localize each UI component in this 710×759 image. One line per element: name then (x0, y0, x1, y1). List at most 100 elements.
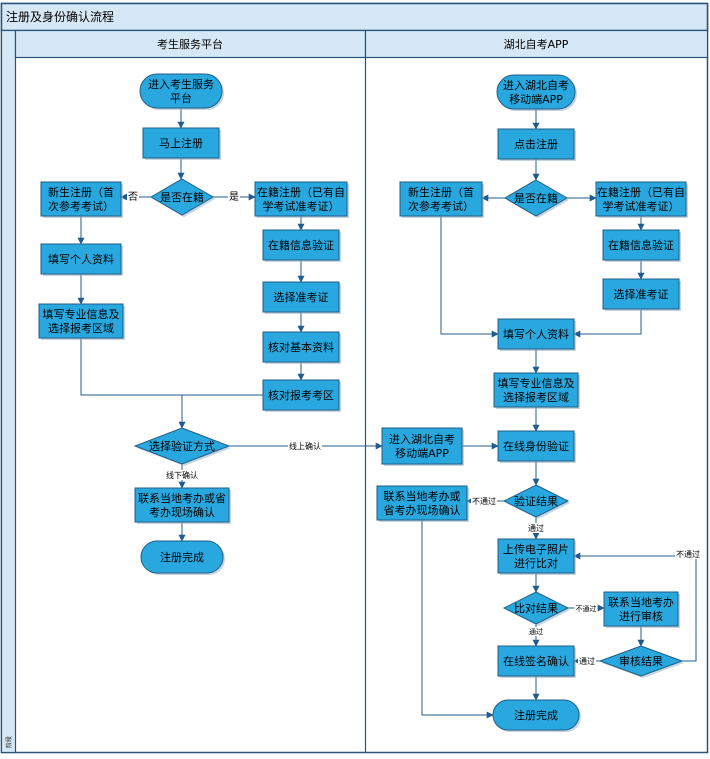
right-done-node: 注册完成 (492, 699, 581, 732)
left-enrolled-decision-text-1: 是否在籍 (160, 190, 204, 204)
right-choose-ticket-node: 选择准考证 (602, 278, 681, 311)
right-contact-office-node-text-1: 联系当地考办或 (384, 489, 461, 503)
left-enrolled-verify-node-text-1: 在籍信息验证 (268, 238, 334, 252)
right-done-node-text-1: 注册完成 (514, 708, 558, 722)
edge-r-ticket-personal (573, 309, 642, 338)
lane-right-title: 湖北自考APP (504, 38, 569, 51)
right-compare-result-decision-text-1: 比对结果 (514, 601, 558, 615)
left-fill-major-node-text-2: 选择报考区域 (48, 321, 114, 335)
edge-r-new-personal (440, 216, 499, 338)
left-new-register-node-text-2: 次参考考试） (48, 199, 114, 213)
nodes: 进入考生服务平台马上注册是否在籍新生注册（首次参考考试）在籍注册（已有自学考试准… (38, 73, 688, 732)
left-enrolled-register-node-text-1: 在籍注册（已有自 (257, 185, 345, 199)
left-enrolled-verify-node: 在籍信息验证 (262, 229, 341, 262)
phase-label: 阶段 (5, 736, 13, 748)
right-compare-result-decision: 比对结果 (502, 591, 570, 626)
right-upload-photo-node-text-2: 进行比对 (514, 556, 558, 570)
left-choose-ticket-node-text-1: 选择准考证 (274, 290, 329, 304)
right-online-sign-node-text-1: 在线签名确认 (503, 654, 569, 668)
right-enrolled-verify-node: 在籍信息验证 (602, 229, 681, 262)
left-check-basic-node: 核对基本资料 (262, 331, 341, 364)
label-l-no: 否 (128, 191, 138, 203)
right-enter-app-node-text-2: 移动端APP (395, 447, 449, 460)
label-offline-confirm: 线下确认 (166, 470, 198, 480)
right-start-node-text-2: 移动端APP (509, 93, 563, 106)
left-register-node-text-1: 马上注册 (159, 136, 203, 150)
left-start-node-text-2: 平台 (170, 91, 192, 105)
edge-r-review-fail (573, 552, 697, 662)
right-click-register-node: 点击注册 (497, 128, 576, 161)
right-fill-personal-node: 填写个人资料 (497, 318, 576, 351)
edge-l-major-merge (80, 338, 186, 429)
label-r-compare-pass: 通过 (529, 627, 543, 636)
lane-left-header (14, 29, 367, 59)
left-enrolled-register-node-text-2: 学考试准考证） (263, 199, 340, 213)
diagram-title: 注册及身份确认流程 (6, 9, 114, 24)
label-r-compare-fail: 不通过 (576, 604, 597, 613)
right-online-verify-node-text-1: 在线身份验证 (503, 439, 569, 453)
left-contact-office-node-text-1: 联系当地考办或省 (138, 491, 226, 505)
left-enrolled-decision: 是否在籍 (150, 178, 215, 217)
left-check-area-node-text-1: 核对报考考区 (268, 388, 334, 402)
phase-column (0, 29, 17, 754)
right-start-node-text-1: 进入湖北自考 (503, 79, 569, 92)
right-verify-result-decision-text-1: 验证结果 (514, 494, 558, 508)
left-check-area-node: 核对报考考区 (262, 379, 341, 412)
left-fill-personal-node-text-1: 填写个人资料 (48, 252, 114, 266)
left-check-basic-node-text-1: 核对基本资料 (268, 340, 334, 354)
label-r-review-fail: 不通过 (676, 549, 700, 559)
right-online-verify-node: 在线身份验证 (497, 430, 576, 463)
right-fill-personal-node-text-1: 填写个人资料 (503, 327, 569, 341)
right-online-sign-node: 在线签名确认 (497, 645, 576, 678)
right-enrolled-decision: 是否在籍 (504, 179, 569, 218)
right-fill-major-node-text-1: 填写专业信息及 (498, 376, 575, 390)
right-new-register-node-text-1: 新生注册（首 (408, 185, 474, 199)
right-contact-office-node-text-2: 省考办现场确认 (384, 503, 461, 517)
left-done-node-text-1: 注册完成 (160, 550, 204, 564)
lane-right-header (364, 29, 709, 59)
right-contact-review-node-text-1: 联系当地考办 (608, 595, 674, 609)
right-choose-ticket-node-text-1: 选择准考证 (614, 287, 669, 301)
left-verify-method-decision-text-1: 选择验证方式 (149, 439, 215, 453)
left-fill-major-node-text-1: 填写专业信息及 (43, 307, 120, 321)
right-enrolled-register-node-text-1: 在籍注册（已有自 (597, 185, 685, 199)
left-start-node-text-1: 进入考生服务 (148, 77, 214, 91)
right-enrolled-register-node-text-2: 学考试准考证） (603, 199, 680, 213)
label-r-review-pass: 通过 (579, 656, 595, 666)
right-fill-major-node-text-2: 选择报考区域 (503, 390, 569, 404)
right-review-result-decision-text-1: 审核结果 (619, 654, 663, 668)
title-bar (0, 2, 709, 32)
right-review-result-decision: 审核结果 (598, 645, 684, 678)
lane-left-title: 考生服务平台 (157, 37, 223, 51)
left-done-node: 注册完成 (140, 540, 225, 575)
right-contact-review-node-text-2: 进行审核 (619, 609, 663, 623)
left-fill-personal-node: 填写个人资料 (40, 243, 123, 276)
right-enrolled-decision-text-1: 是否在籍 (514, 191, 558, 205)
right-upload-photo-node-text-1: 上传电子照片 (503, 543, 569, 556)
left-contact-office-node-text-2: 考办现场确认 (149, 505, 215, 519)
edge-r-contact-done (421, 520, 494, 719)
right-click-register-node-text-1: 点击注册 (514, 137, 558, 151)
label-r-fail: 不通过 (472, 496, 496, 506)
left-new-register-node-text-1: 新生注册（首 (48, 185, 114, 199)
left-verify-method-decision: 选择验证方式 (133, 427, 231, 466)
left-register-node: 马上注册 (142, 127, 221, 160)
right-verify-result-decision: 验证结果 (502, 484, 570, 519)
edge-labels: 否是线上确认线下确认不通过通过不通过通过不通过通过 (127, 191, 701, 666)
